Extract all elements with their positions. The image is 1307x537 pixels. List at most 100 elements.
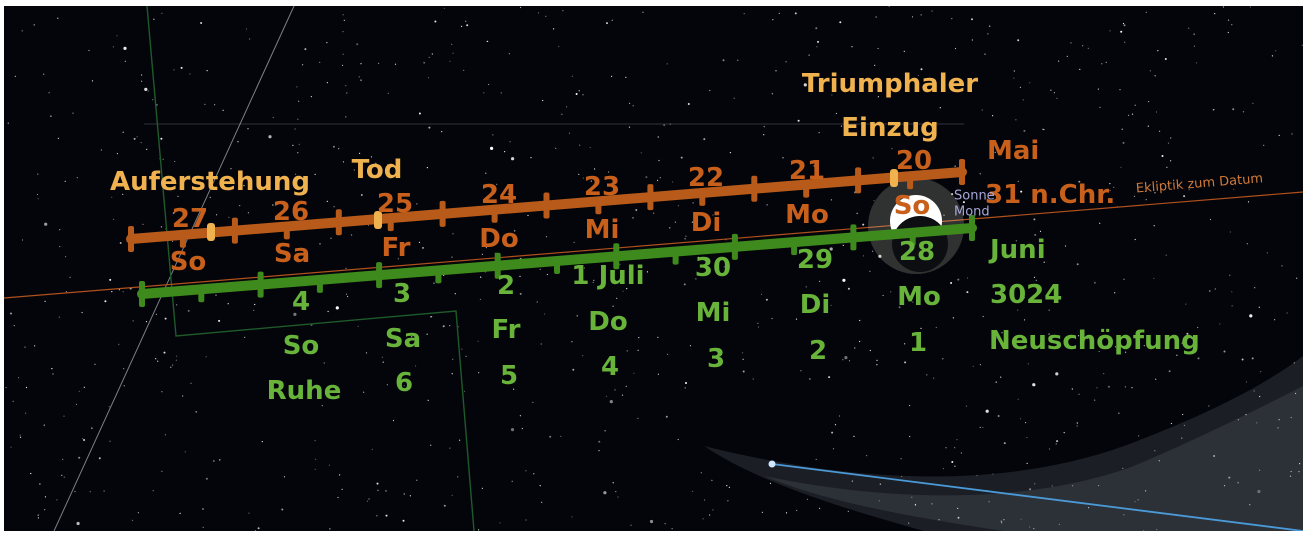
star (1121, 128, 1123, 130)
star (173, 69, 175, 71)
star (56, 499, 58, 501)
star (966, 291, 969, 294)
star (1133, 195, 1136, 197)
star (205, 356, 207, 358)
star (829, 247, 833, 251)
star (1101, 63, 1103, 65)
star (951, 193, 954, 196)
star (76, 177, 78, 179)
star (24, 346, 26, 348)
star (366, 500, 369, 502)
orange-weekday: Sa (273, 239, 311, 269)
star (809, 378, 811, 380)
star (1058, 60, 1060, 62)
star (544, 313, 546, 315)
night-sky[interactable]: Auferstehung Tod Triumphaler Einzug 27 2… (4, 6, 1303, 531)
star (920, 68, 923, 71)
star (109, 440, 111, 442)
star (911, 16, 914, 18)
star (990, 183, 992, 186)
star (703, 138, 706, 141)
star (1213, 455, 1216, 457)
star (1245, 414, 1247, 416)
star (1232, 108, 1235, 111)
star (18, 377, 20, 379)
star (1066, 55, 1068, 58)
star (1156, 528, 1158, 531)
star (712, 214, 714, 216)
star (666, 63, 668, 65)
star (1197, 326, 1199, 329)
star (575, 93, 578, 95)
star (704, 499, 706, 501)
star (582, 177, 585, 179)
star (219, 459, 221, 461)
star (19, 436, 22, 438)
star (842, 278, 846, 282)
timeline-tick (139, 281, 145, 294)
star (1155, 111, 1158, 113)
star (418, 241, 421, 243)
star (840, 125, 843, 127)
timeline-tick (850, 237, 857, 251)
star (1124, 41, 1126, 43)
star (423, 61, 426, 64)
star (1259, 395, 1261, 398)
green-month: Juni (990, 235, 1046, 265)
star (775, 70, 777, 72)
star (640, 152, 642, 154)
star (1188, 27, 1190, 29)
star (111, 196, 113, 198)
green-creation-day: 4 (600, 352, 620, 382)
star (326, 42, 328, 44)
star (104, 300, 107, 303)
star (363, 391, 365, 393)
star (1222, 6, 1224, 8)
star (626, 350, 628, 352)
star (985, 409, 989, 413)
star (247, 128, 249, 130)
star (1078, 393, 1080, 395)
star (387, 92, 389, 94)
star (330, 237, 332, 239)
star (831, 94, 833, 96)
star (164, 317, 167, 320)
event-entry-line1: Triumphaler (801, 69, 979, 99)
star (10, 312, 12, 315)
star (578, 173, 580, 175)
star (952, 317, 955, 319)
orange-month: Mai (987, 136, 1040, 166)
star (202, 526, 204, 528)
star (1290, 470, 1292, 473)
green-creation-day: 2 (808, 336, 828, 366)
star (78, 456, 81, 459)
star (297, 118, 299, 120)
star (402, 519, 405, 522)
star (1124, 386, 1126, 388)
star (216, 214, 218, 216)
star (813, 165, 815, 167)
star (1181, 437, 1183, 439)
star (576, 315, 578, 317)
star (898, 306, 901, 309)
green-weekday: So (282, 331, 320, 361)
star (82, 438, 84, 440)
star (161, 470, 163, 472)
star (1072, 485, 1074, 487)
star (202, 508, 204, 510)
star (616, 297, 618, 299)
star (1050, 89, 1052, 91)
star (851, 46, 853, 48)
star (5, 387, 7, 389)
star (155, 313, 157, 315)
star (802, 175, 804, 177)
star (692, 490, 694, 492)
star (938, 519, 940, 521)
star (314, 440, 316, 442)
star (257, 527, 260, 530)
star (294, 128, 296, 130)
star (44, 509, 46, 511)
timeline-tick (731, 246, 738, 260)
star (1119, 89, 1121, 91)
star (558, 45, 560, 48)
